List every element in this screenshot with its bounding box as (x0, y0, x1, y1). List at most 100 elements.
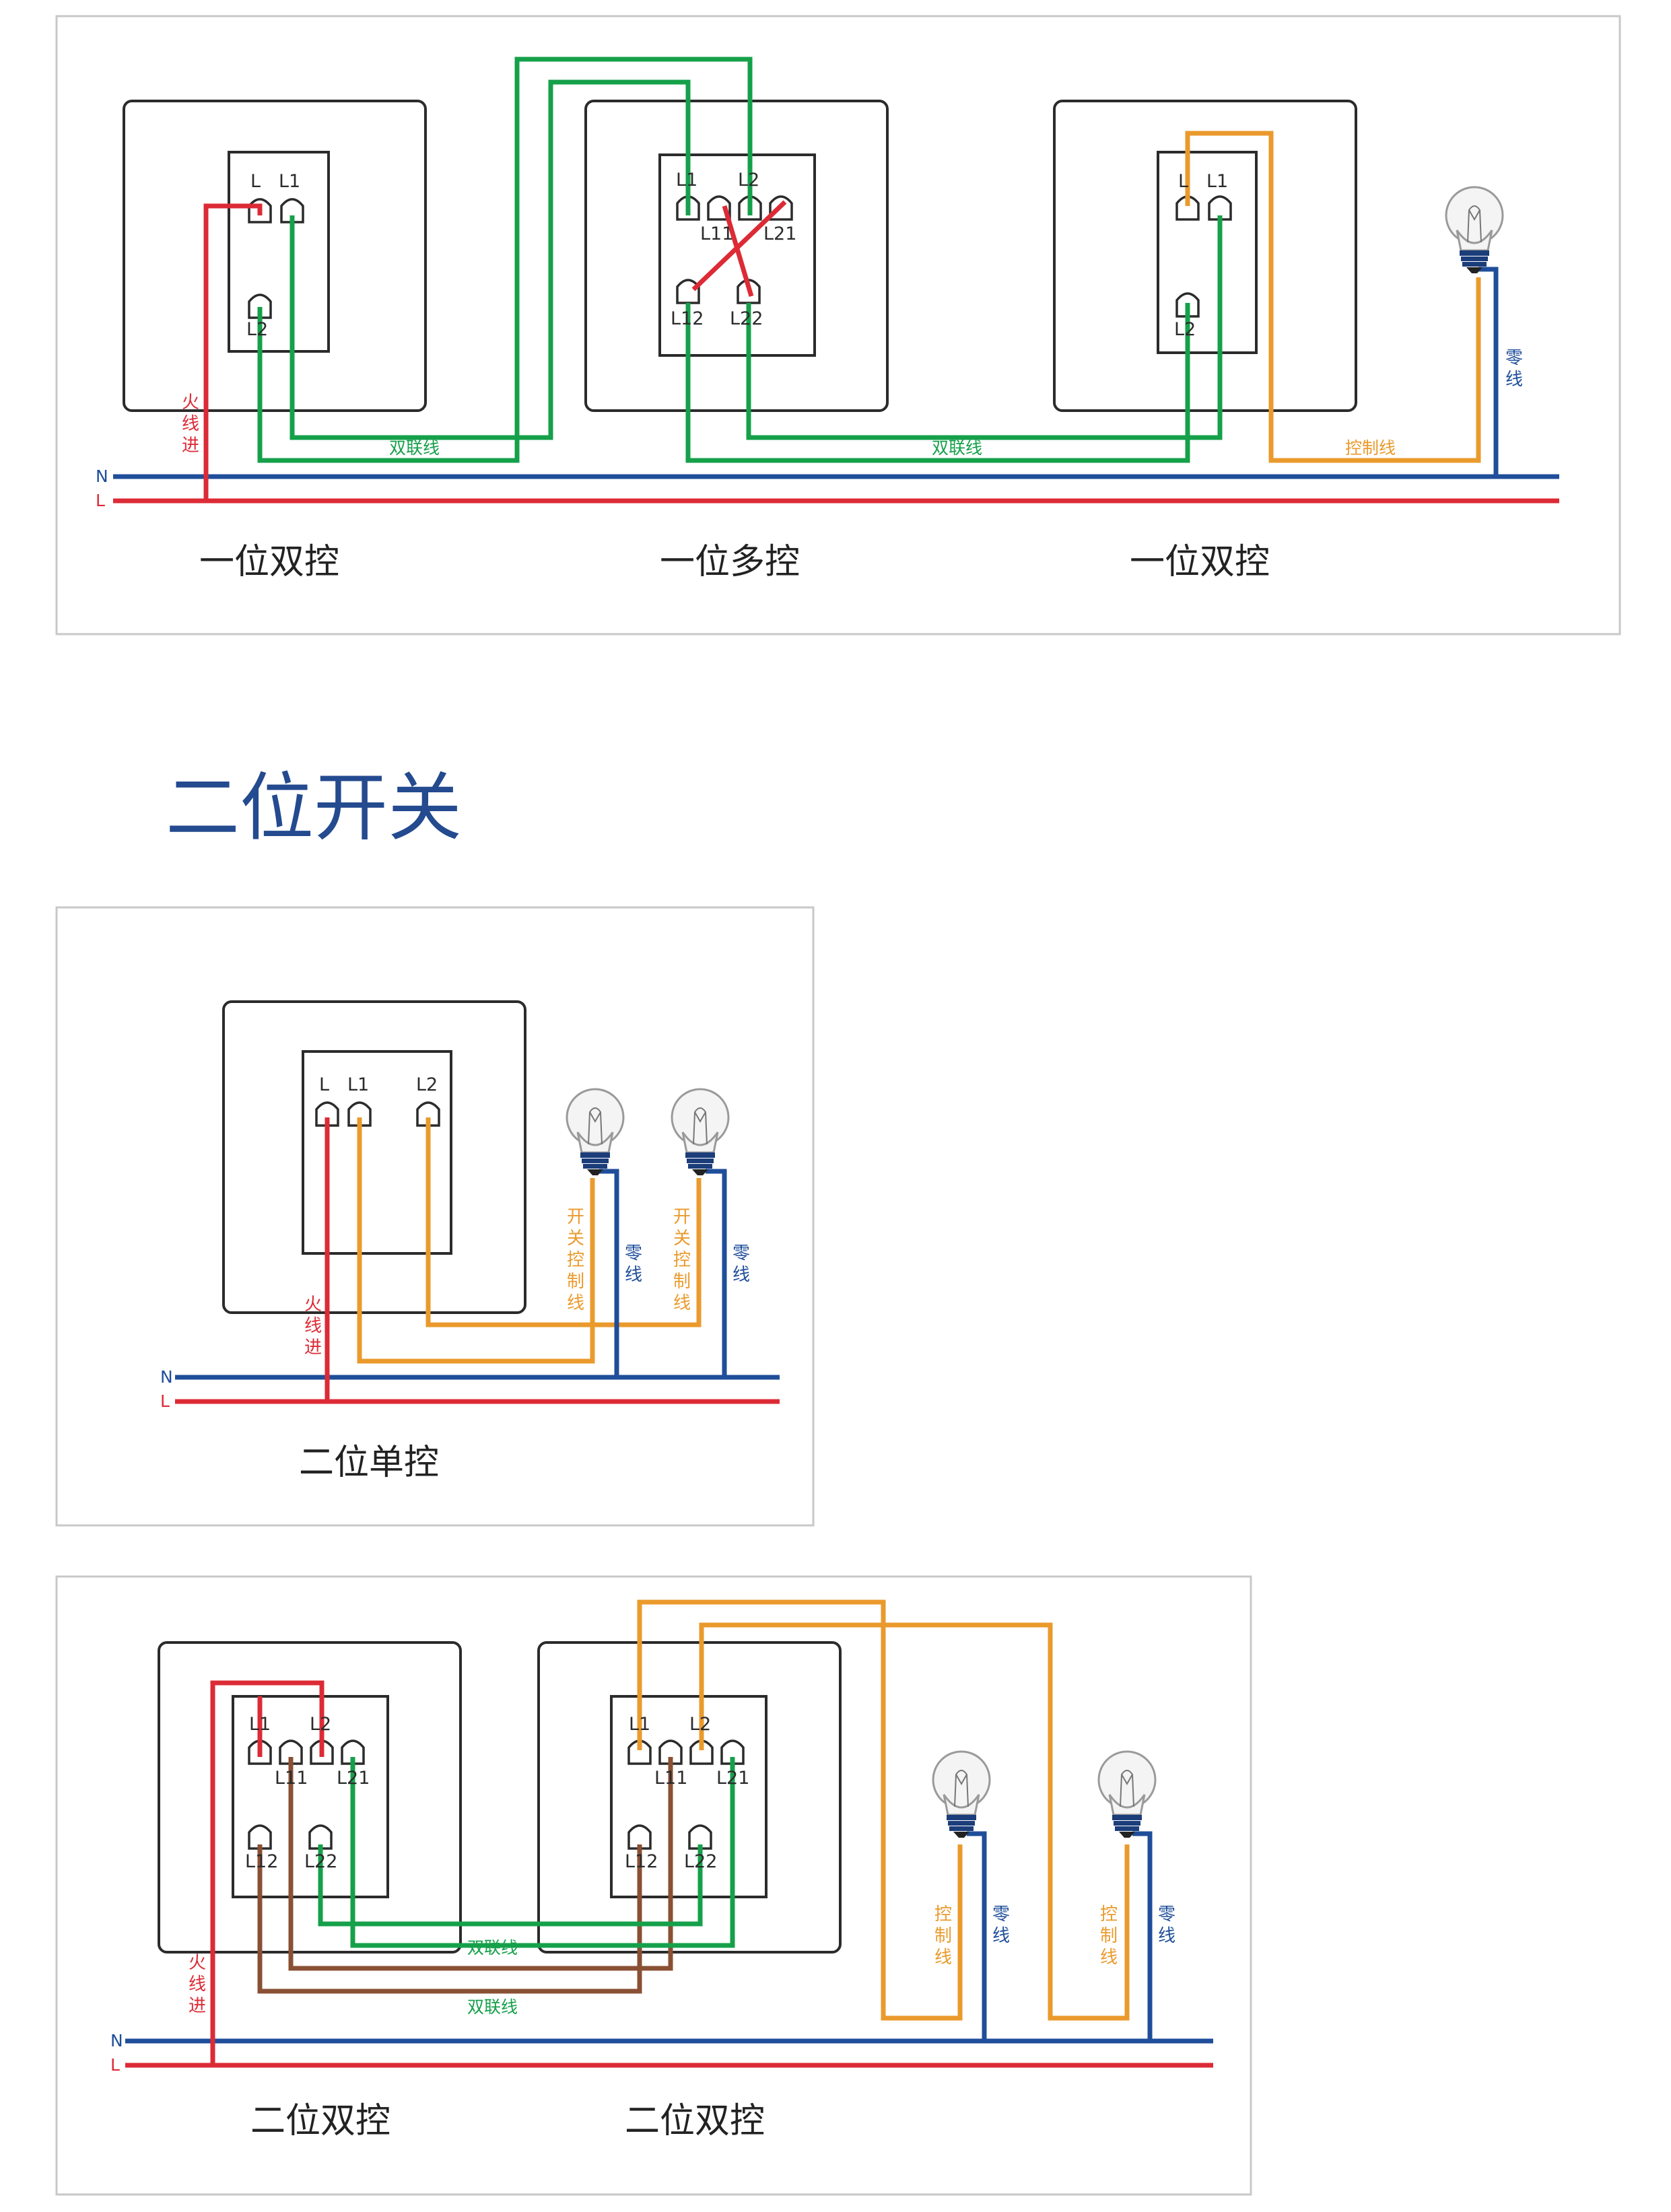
control-label: 线 (1100, 1947, 1118, 1968)
diagram-two-gang-single-control: L L1 L2 N L 火 线 进 开 关 控 制 线 零 线 开 关 控 制 … (55, 906, 815, 1527)
terminal-label: L21 (763, 223, 796, 244)
traveler-label: 双联线 (932, 438, 982, 458)
neutral-wire (967, 1831, 987, 2041)
terminal-label: L21 (337, 1768, 370, 1789)
terminal-block (228, 151, 330, 353)
diagram-caption: 一位多控 (660, 542, 800, 582)
control-wire (699, 1622, 1130, 2021)
live-line-label: L (96, 491, 105, 510)
section-heading: 二位开关 (166, 765, 462, 851)
live-line-label: L (110, 2055, 120, 2075)
live-wire (210, 1680, 325, 2065)
neutral-label: 零 (625, 1243, 642, 1264)
terminal-label: L1 (347, 1074, 369, 1095)
neutral-wire (1132, 1831, 1153, 2041)
live-in-label: 进 (182, 436, 199, 456)
neutral-line-label: N (110, 2031, 123, 2050)
neutral-wire (1478, 267, 1499, 477)
control-wire (1185, 131, 1481, 463)
light-bulb-icon (1445, 186, 1504, 275)
traveler-label: 双联线 (467, 1938, 518, 1958)
cross-wire (722, 205, 754, 298)
traveler-wire (257, 1844, 642, 1994)
terminal-label: L2 (310, 1714, 331, 1735)
traveler-wire (350, 1757, 735, 1948)
diagram-caption: 二位双控 (625, 2101, 765, 2141)
traveler-label: 双联线 (389, 438, 440, 458)
live-in-label: 火 (304, 1294, 322, 1315)
neutral-label: 线 (732, 1265, 750, 1285)
terminal-label: L2 (689, 1714, 711, 1735)
traveler-wire (685, 303, 1190, 463)
neutral-label: 零 (732, 1243, 750, 1264)
terminal-label: L2 (1174, 319, 1196, 340)
switch-control-label: 关 (567, 1229, 584, 1249)
control-label: 控制线 (1345, 438, 1396, 458)
terminal-label: L1 (1206, 171, 1228, 192)
diagram-caption: 二位双控 (250, 2101, 390, 2141)
switch-control-label: 线 (673, 1293, 691, 1313)
traveler-wire (289, 79, 691, 440)
light-bulb-icon (671, 1088, 730, 1177)
switch-control-label: 开 (673, 1207, 691, 1227)
light-bulb-icon (1097, 1750, 1157, 1839)
control-label: 制 (1100, 1926, 1118, 1946)
terminal-label: L2 (246, 319, 268, 340)
neutral-label: 线 (992, 1926, 1010, 1946)
light-bulb-icon (566, 1088, 625, 1177)
diagram-caption: 一位双控 (1130, 542, 1270, 582)
neutral-label: 零 (1505, 348, 1523, 368)
switch-control-label: 开 (567, 1207, 584, 1227)
terminal-label: L1 (279, 171, 300, 192)
neutral-label: 零 (992, 1904, 1010, 1925)
traveler-wire (746, 215, 1223, 440)
switch-control-label: 关 (673, 1229, 691, 1249)
switch-control-label: 控 (673, 1250, 691, 1270)
terminal-label: L22 (684, 1851, 717, 1872)
switch-control-label: 控 (567, 1250, 584, 1270)
terminal-label: L11 (654, 1768, 687, 1789)
terminal-label: L11 (700, 223, 733, 244)
control-wire (357, 1117, 595, 1364)
terminal-label: L22 (730, 308, 763, 329)
switch-control-label: 线 (567, 1293, 584, 1313)
neutral-line-label: N (160, 1367, 173, 1387)
neutral-label: 零 (1158, 1904, 1175, 1925)
control-label: 控 (934, 1904, 952, 1925)
live-in-label: 线 (189, 1974, 206, 1995)
traveler-wire (318, 1844, 703, 1927)
diagram-caption: 二位单控 (299, 1443, 439, 1483)
traveler-wire (288, 1757, 673, 1971)
terminal-label: L1 (676, 170, 697, 191)
terminal-label: L1 (249, 1714, 271, 1735)
diagram-frame (55, 15, 1621, 635)
diagram-caption: 一位双控 (199, 542, 339, 582)
diagram-one-way-multi-control: L L1 L2 L1 L2 L11 L21 L12 L22 L L1 L2 N … (55, 15, 1621, 635)
neutral-label: 线 (625, 1265, 642, 1285)
terminal-label: L22 (304, 1851, 337, 1872)
neutral-wire (706, 1169, 727, 1377)
neutral-line-label: N (96, 466, 108, 486)
control-wire (425, 1117, 702, 1327)
terminal-block (610, 1695, 768, 1898)
terminal-label: L (250, 171, 261, 192)
live-in-label: 火 (182, 392, 199, 413)
terminal-label: L12 (671, 308, 704, 329)
diagram-two-gang-dual-control: L1 L2 L11 L21 L12 L22 L1 L2 L11 L21 L12 … (55, 1575, 1252, 2196)
neutral-wire (599, 1169, 619, 1377)
terminal-label: L (319, 1074, 329, 1095)
control-label: 制 (934, 1926, 952, 1946)
diagram-frame (55, 906, 815, 1527)
control-label: 线 (934, 1947, 952, 1968)
control-wire (637, 1599, 963, 2021)
switch-control-label: 制 (567, 1272, 584, 1292)
neutral-label: 线 (1158, 1926, 1175, 1946)
live-in-label: 线 (182, 414, 199, 434)
live-wire (203, 203, 263, 501)
terminal-label: L11 (275, 1768, 308, 1789)
diagram-frame (55, 1575, 1252, 2196)
terminal-label: L12 (245, 1851, 278, 1872)
control-label: 控 (1100, 1904, 1118, 1925)
terminal-label: L2 (738, 170, 759, 191)
